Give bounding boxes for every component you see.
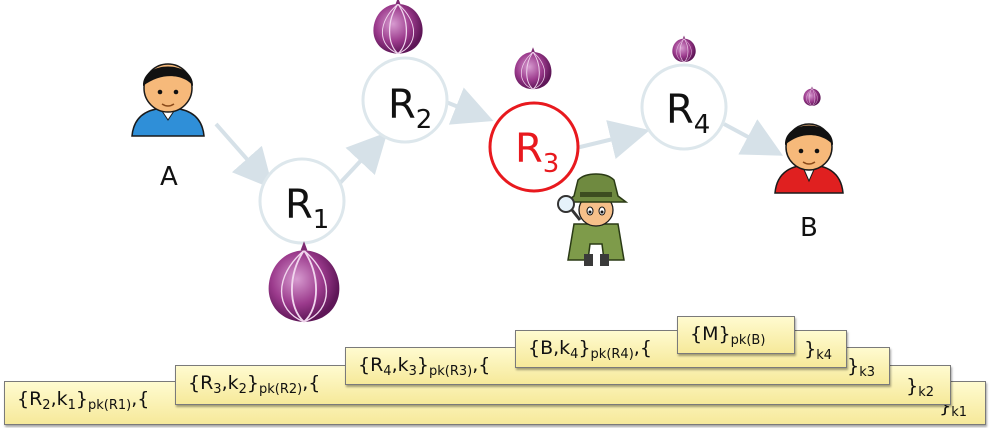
arrow-r2-r3	[445, 87, 494, 125]
layer-k4-text: {B,k4}pk(R4),{	[528, 337, 652, 362]
onion-icon	[372, 0, 424, 55]
layer-message-text: {M}pk(B)	[690, 323, 766, 348]
router-r4-label: R4	[666, 87, 710, 140]
layer-k1-text: {R2,k1}pk(R1),{	[17, 388, 150, 413]
router-r1-label: R1	[285, 182, 329, 235]
user-a-icon	[131, 63, 205, 137]
onion-icon	[267, 240, 341, 323]
layer-k2-key: }k2	[906, 375, 934, 400]
node-b-label: B	[800, 213, 818, 243]
router-r3-label: R3	[515, 126, 559, 179]
onion-icon	[514, 46, 552, 90]
router-r2-ring	[361, 56, 449, 144]
route-arrows	[214, 87, 784, 190]
spy-icon	[557, 173, 629, 266]
layer-k2-text: {R3,k2}pk(R2),{	[188, 372, 321, 397]
router-r4-ring	[640, 63, 728, 151]
layer-k3-text: {R4,k3}pk(R3),{	[358, 354, 491, 379]
layer-k3-key: }k3	[847, 355, 875, 380]
user-b-icon	[774, 123, 844, 194]
arrow-r4-b	[723, 119, 784, 156]
node-a-label: A	[160, 162, 178, 192]
onion-icon	[803, 86, 821, 107]
router-r1-ring	[258, 157, 346, 245]
onion-icon	[672, 35, 696, 63]
arrow-a-r1	[214, 122, 274, 190]
arrow-r3-r4	[575, 120, 650, 159]
router-r3-ring	[488, 101, 580, 193]
layer-k4-key: }k4	[804, 338, 832, 363]
router-r2-label: R2	[388, 82, 432, 135]
arrow-r1-r2	[338, 132, 388, 185]
layer-message: {M}pk(B)	[677, 316, 795, 354]
